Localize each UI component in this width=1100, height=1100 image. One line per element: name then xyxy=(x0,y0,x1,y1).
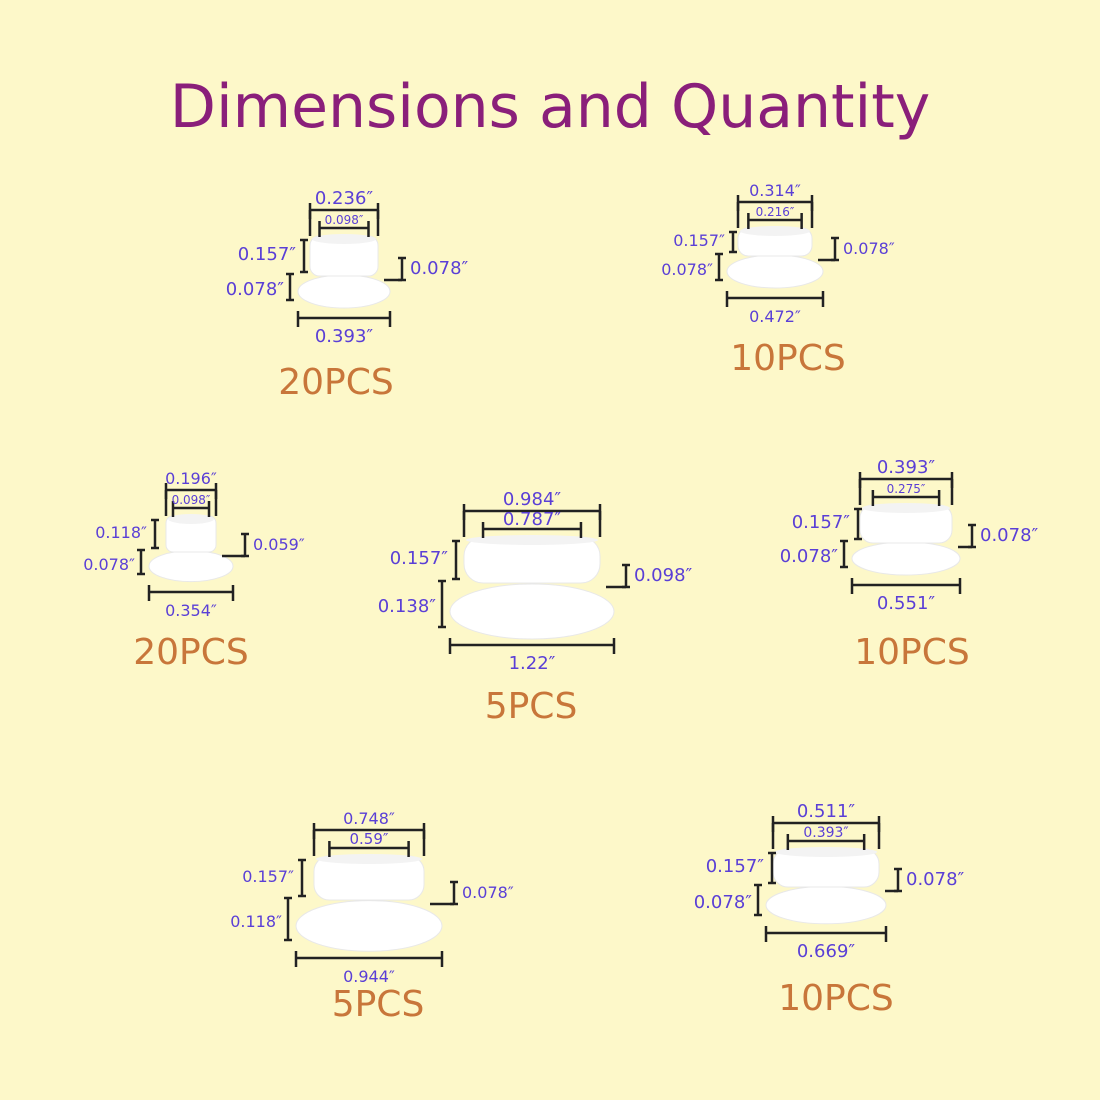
flange-height-label: 0.078″ xyxy=(843,239,895,258)
bumper-top-face xyxy=(775,847,877,857)
bumper-base xyxy=(765,885,887,925)
top-inner-diameter-label: 0.275″ xyxy=(887,482,926,496)
bumper-top-face xyxy=(862,503,950,513)
base-diameter-label: 0.393″ xyxy=(315,326,374,347)
base-diameter-label: 0.354″ xyxy=(165,601,217,620)
top-inner-diameter-label: 0.098″ xyxy=(325,213,364,227)
flange-height-label: 0.078″ xyxy=(980,525,1039,546)
top-inner-diameter-label: 0.216″ xyxy=(756,205,795,219)
flange-height-label: 0.078″ xyxy=(410,258,469,279)
top-outer-diameter-label: 0.196″ xyxy=(165,469,217,488)
quantity-label: 10PCS xyxy=(730,338,846,379)
base-height-label: 0.078″ xyxy=(226,279,285,300)
top-height-label: 0.157″ xyxy=(242,867,294,886)
top-height-label: 0.157″ xyxy=(706,856,765,877)
top-outer-diameter-label: 0.984″ xyxy=(503,489,562,510)
bumper-top-face xyxy=(466,535,598,545)
top-height-label: 0.157″ xyxy=(673,231,725,250)
base-diameter-label: 0.669″ xyxy=(797,941,856,962)
quantity-label: 10PCS xyxy=(854,632,970,673)
top-height-label: 0.118″ xyxy=(95,523,147,542)
quantity-label: 20PCS xyxy=(278,362,394,403)
base-height-label: 0.078″ xyxy=(661,260,713,279)
bumper-top-face xyxy=(312,234,376,244)
top-height-label: 0.157″ xyxy=(390,548,449,569)
base-diameter-label: 0.472″ xyxy=(749,307,801,326)
bumper-base xyxy=(851,541,961,576)
base-diameter-label: 0.551″ xyxy=(877,593,936,614)
bumper-item: 0.236″ 0.098″ 0.157″ 0.078″ 0.078″ 0.393″ 20PC… xyxy=(226,188,469,403)
bumper-item: 0.984″0.787″ 0.157″ 0.138″ 0.098″ 1.22″ 5PCS xyxy=(378,489,693,727)
top-outer-diameter-label: 0.314″ xyxy=(749,181,801,200)
bumper-item: 0.748″ 0.59″ 0.157″ 0.118″ 0.078″ 0.944″5PCS xyxy=(230,809,514,1025)
top-outer-diameter-label: 0.393″ xyxy=(877,457,936,478)
flange-height-label: 0.078″ xyxy=(462,883,514,902)
quantity-label: 20PCS xyxy=(133,632,249,673)
base-height-label: 0.138″ xyxy=(378,596,437,617)
page-title: Dimensions and Quantity xyxy=(169,72,931,142)
top-height-label: 0.157″ xyxy=(238,244,297,265)
quantity-label: 10PCS xyxy=(778,978,894,1019)
bumper-base xyxy=(726,254,824,289)
bumper-base xyxy=(148,550,234,583)
top-inner-diameter-label: 0.098″ xyxy=(172,493,211,507)
quantity-label: 5PCS xyxy=(485,686,578,727)
quantity-label: 5PCS xyxy=(332,984,425,1025)
base-height-label: 0.078″ xyxy=(83,555,135,574)
flange-height-label: 0.078″ xyxy=(906,869,965,890)
top-inner-diameter-label: 0.787″ xyxy=(503,509,562,530)
top-outer-diameter-label: 0.236″ xyxy=(315,188,374,209)
bumper-base xyxy=(449,583,615,640)
bumper-base xyxy=(295,900,443,952)
bumper-top-face xyxy=(316,854,422,864)
base-height-label: 0.078″ xyxy=(780,546,839,567)
top-inner-diameter-label: 0.393″ xyxy=(803,825,848,841)
top-height-label: 0.157″ xyxy=(792,512,851,533)
flange-height-label: 0.098″ xyxy=(634,565,693,586)
base-diameter-label: 1.22″ xyxy=(509,653,556,674)
bumper-top-face xyxy=(740,226,810,236)
bumper-item: 0.511″ 0.393″ 0.157″ 0.078″ 0.078″ 0.669″ 10PC… xyxy=(694,801,965,1019)
bumper-item: 0.314″ 0.216″ 0.157″ 0.078″ 0.078″ 0.472″ 10PC… xyxy=(661,181,895,379)
base-diameter-label: 0.944″ xyxy=(343,967,395,986)
flange-height-label: 0.059″ xyxy=(253,535,305,554)
bumper-base xyxy=(297,274,391,309)
top-outer-diameter-label: 0.511″ xyxy=(797,801,856,822)
bumper-item: 0.196″ 0.098″ 0.118″ 0.078″ 0.059″ 0.354″ 20PC… xyxy=(83,469,305,673)
base-height-label: 0.078″ xyxy=(694,892,753,913)
top-inner-diameter-label: 0.59″ xyxy=(349,830,388,848)
top-outer-diameter-label: 0.748″ xyxy=(343,809,395,828)
base-height-label: 0.118″ xyxy=(230,912,282,931)
bumper-item: 0.393″ 0.275″ 0.157″ 0.078″ 0.078″ 0.551″ 10PC… xyxy=(780,457,1039,673)
bumper-top-face xyxy=(168,514,214,524)
